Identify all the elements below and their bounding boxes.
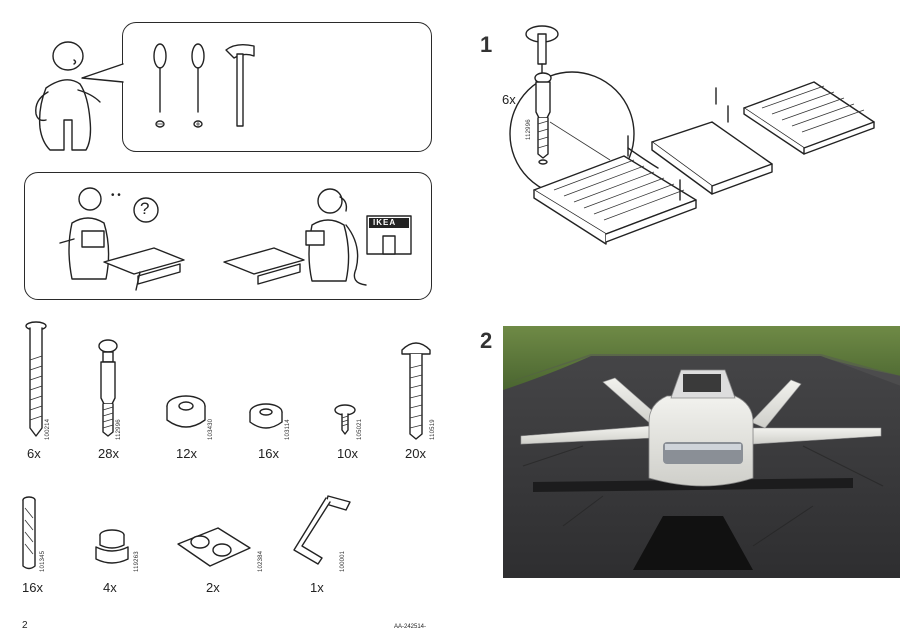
question-bubble-icon: [133, 197, 159, 223]
connector-bolt-callout-icon: [534, 72, 552, 165]
part-quantity: 28x: [98, 446, 119, 461]
dome-bolt-icon: [401, 342, 431, 440]
part-number: 100214: [45, 418, 51, 440]
part-number: 103430: [208, 418, 214, 440]
ikea-store-sign: IKEA: [373, 218, 397, 227]
part-number: 110519: [430, 419, 436, 440]
part-number: 119263: [134, 551, 140, 572]
ikea-man-figure: [35, 41, 101, 151]
step-number: 1: [480, 32, 493, 57]
tools-panel: [122, 22, 432, 152]
part-quantity: 2x: [206, 580, 220, 595]
phone-man-figure: [305, 188, 367, 286]
part-number: 105021: [357, 418, 363, 440]
confused-man-figure: [59, 187, 110, 280]
part-quantity: 20x: [405, 446, 426, 461]
screw-small-icon: [334, 404, 356, 435]
board-pieces-left: [103, 247, 185, 291]
callout-part-number: 112996: [526, 119, 532, 140]
right-page: 1 6x 112996 2: [394, 0, 900, 642]
part-quantity: 12x: [176, 446, 197, 461]
wooden-dowel-icon: [22, 496, 36, 570]
step-number: 2: [480, 328, 493, 353]
dowel-pins: [627, 87, 729, 201]
ikea-store-icon: [366, 215, 412, 255]
aircraft-photo: [503, 326, 900, 578]
part-quantity: 10x: [337, 446, 358, 461]
question-mark: ?: [140, 199, 150, 218]
cam-lock-large-icon: [166, 395, 206, 428]
allen-key-icon: [293, 495, 351, 565]
part-number: 112996: [116, 419, 122, 440]
thought-dots: • •: [111, 190, 121, 201]
grooved-panel-right: [743, 81, 875, 155]
page-number: 2: [22, 620, 28, 631]
glide-pad-icon: [177, 527, 251, 567]
plain-panel-center: [651, 121, 773, 195]
board-pieces-right: [223, 247, 305, 285]
phillips-screwdriver-icon: [191, 43, 205, 128]
part-quantity: 16x: [258, 446, 279, 461]
part-quantity: 4x: [103, 580, 117, 595]
part-number: 103114: [285, 419, 291, 440]
speech-bubble-tail: [81, 63, 125, 83]
part-number: 102384: [258, 550, 264, 572]
left-page: • • ? IKEA 100214 6x 112996 28: [22, 22, 436, 631]
hammer-icon: [225, 43, 255, 127]
part-quantity: 6x: [27, 446, 41, 461]
part-quantity: 16x: [22, 580, 43, 595]
callout-quantity: 6x: [502, 92, 516, 107]
part-number: 100001: [340, 550, 346, 572]
connector-bolt-icon: [98, 339, 118, 437]
grooved-panel-left: [533, 155, 697, 245]
document-code: AA-242514-: [394, 624, 427, 630]
adjustable-foot-icon: [95, 529, 129, 564]
part-number: 101345: [40, 550, 46, 572]
cam-bolt-icon: [25, 321, 47, 437]
cam-lock-small-icon: [249, 403, 283, 429]
part-quantity: 1x: [310, 580, 324, 595]
flathead-screwdriver-icon: [153, 43, 167, 128]
